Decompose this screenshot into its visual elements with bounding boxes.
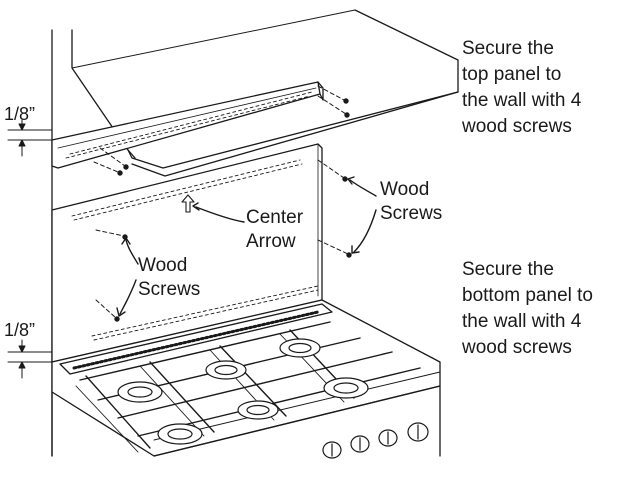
instruction-line: bottom panel to — [462, 285, 593, 306]
instruction-line: Secure the — [462, 38, 554, 59]
bottom-panel — [51, 143, 352, 363]
instruction-line: top panel to — [462, 64, 562, 85]
range — [51, 299, 441, 459]
wood-screws-left-label: Wood Screws — [138, 254, 200, 302]
instruction-line: the wall with 4 — [462, 90, 582, 111]
top-panel-perforations — [65, 91, 313, 159]
callout-arrows — [116, 176, 377, 317]
instruction-line: Secure the — [462, 259, 554, 280]
label-line: Wood — [138, 255, 188, 276]
top-gap-label: 1/8” — [4, 104, 36, 124]
label-line: Screws — [138, 279, 201, 300]
burner-icons — [117, 338, 369, 445]
top-panel-screws — [93, 85, 350, 176]
bottom-gap-dimension — [7, 339, 53, 379]
center-arrow-icon — [181, 194, 195, 213]
instruction-line: wood screws — [462, 337, 572, 358]
top-panel-instruction: Secure the top panel to the wall with 4 … — [462, 36, 581, 140]
instruction-line: wood screws — [462, 116, 572, 137]
bottom-panel-instruction: Secure the bottom panel to the wall with… — [462, 257, 593, 361]
top-panel — [51, 9, 459, 177]
center-arrow-label: Center Arrow — [246, 206, 303, 254]
knob-icons — [322, 422, 429, 459]
label-line: Arrow — [246, 231, 296, 252]
label-line: Center — [246, 207, 304, 228]
label-line: Wood — [380, 179, 430, 200]
wood-screws-right-label: Wood Screws — [380, 178, 442, 226]
label-line: Screws — [380, 203, 443, 224]
bottom-gap-label: 1/8” — [4, 320, 36, 340]
top-gap-dimension — [7, 119, 53, 157]
bottom-panel-perforations — [71, 159, 319, 341]
instruction-line: the wall with 4 — [462, 311, 582, 332]
